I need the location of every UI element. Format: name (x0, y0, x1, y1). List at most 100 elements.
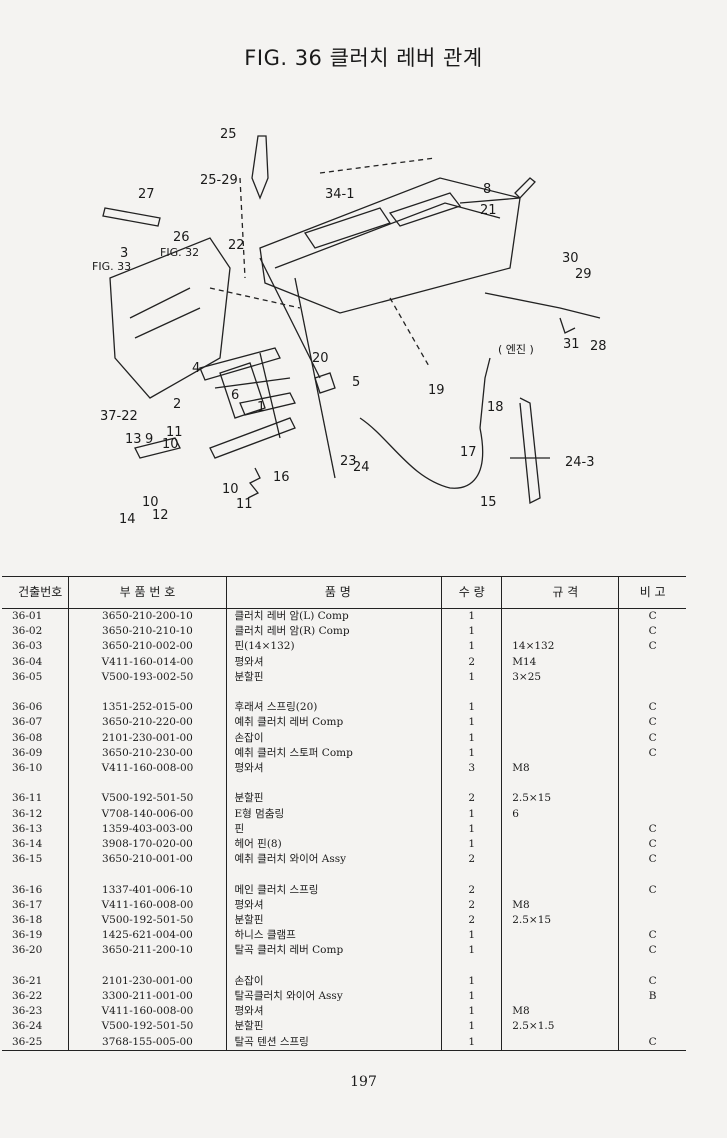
part-no-cell: 1351-252-015-00 (68, 700, 227, 716)
callout-3: 3 (120, 246, 128, 261)
part-name-cell: 클러치 레버 암(R) Comp (226, 624, 443, 640)
spec-cell (501, 989, 620, 1005)
callout-11b: 11 (236, 497, 253, 512)
spec-cell: 14×132 (501, 639, 620, 655)
header-ref-no: 건출번호 (2, 576, 70, 609)
remarks-cell (619, 898, 686, 913)
part-name-cell: 후래셔 스프링(20) (226, 700, 443, 716)
callout-24: 24 (353, 460, 370, 475)
part-no-cell: 3908-170-020-00 (68, 837, 227, 853)
quantity-cell: 1 (441, 806, 503, 822)
quantity-cell: 1 (441, 624, 503, 640)
callout-2: 2 (173, 397, 181, 412)
part-name-cell: 평와셔 (226, 897, 443, 914)
ref-no-cell: 36-10 (2, 761, 70, 777)
callout-4: 4 (192, 361, 200, 376)
part-name-cell: 클러치 레버 암(L) Comp (226, 608, 443, 625)
quantity-cell: 1 (441, 928, 503, 944)
header-part-name: 품 명 (226, 576, 443, 609)
callout-18: 18 (487, 400, 504, 415)
ref-no-cell: 36-04 (2, 654, 70, 670)
callout-fig32: FIG. 32 (160, 246, 199, 259)
spec-cell: 2.5×15 (501, 913, 620, 929)
remarks-cell (619, 913, 686, 928)
callout-10b: 10 (222, 482, 239, 497)
part-name-cell: 하니스 클램프 (226, 928, 443, 944)
spec-cell (501, 852, 620, 868)
part-name-cell: 손잡이 (226, 730, 443, 746)
ref-no-cell: 36-02 (2, 624, 70, 640)
quantity-cell: 1 (441, 989, 503, 1005)
remarks-cell (619, 655, 686, 670)
callout-11a: 11 (166, 425, 183, 440)
quantity-cell: 1 (441, 669, 503, 686)
quantity-cell: 1 (441, 639, 503, 655)
callout-17: 17 (460, 445, 477, 460)
remarks-cell: C (648, 944, 657, 957)
spec-cell: M14 (501, 654, 620, 670)
part-name-cell: 평와셔 (226, 654, 443, 670)
part-no-cell: 3650-210-220-00 (68, 715, 227, 731)
part-name-cell: 예취 클러치 레버 Comp (226, 715, 443, 731)
part-no-cell: V411-160-008-00 (68, 761, 227, 777)
part-no-cell: 3650-210-230-00 (68, 745, 227, 762)
group-spacer (2, 685, 686, 701)
ref-no-cell: 36-24 (2, 1019, 70, 1035)
spec-cell (501, 821, 620, 838)
group-spacer (2, 867, 686, 883)
quantity-cell: 1 (441, 745, 503, 762)
quantity-cell: 1 (441, 700, 503, 716)
remarks-cell: C (648, 853, 657, 866)
part-name-cell: E형 멈춤링 (226, 806, 443, 822)
callout-25: 25 (220, 127, 237, 142)
part-no-cell: 1425-621-004-00 (68, 928, 227, 944)
ref-no-cell: 36-25 (2, 1034, 70, 1051)
spec-cell (501, 1034, 620, 1051)
callout-10c: 10 (142, 495, 159, 510)
callout-6: 6 (231, 388, 239, 403)
quantity-cell: 1 (441, 1034, 503, 1051)
ref-no-cell: 36-13 (2, 821, 70, 838)
ref-no-cell: 36-09 (2, 745, 70, 762)
part-no-cell: 2101-230-001-00 (68, 730, 227, 746)
callout-31: 31 (563, 337, 580, 352)
spec-cell (501, 715, 620, 731)
spec-cell: 2.5×15 (501, 791, 620, 807)
ref-no-cell: 36-08 (2, 730, 70, 746)
spec-cell: 2.5×1.5 (501, 1019, 620, 1035)
quantity-cell: 2 (441, 852, 503, 868)
part-no-cell: V708-140-006-00 (68, 806, 227, 822)
spec-cell (501, 730, 620, 746)
spec-cell: M8 (501, 761, 620, 777)
quantity-cell: 1 (441, 608, 503, 625)
remarks-cell: C (648, 716, 657, 729)
remarks-cell: C (648, 640, 657, 653)
ref-no-cell: 36-14 (2, 837, 70, 853)
ref-no-cell: 36-15 (2, 852, 70, 868)
ref-no-cell: 36-01 (2, 608, 70, 625)
part-no-cell: V500-193-002-50 (68, 669, 227, 686)
spec-cell (501, 608, 620, 625)
callout-34-1: 34-1 (325, 187, 355, 202)
remarks-cell: C (648, 974, 657, 987)
callout-14: 14 (119, 512, 136, 527)
quantity-cell: 1 (441, 943, 503, 959)
part-no-cell: V500-192-501-50 (68, 791, 227, 807)
callout-25-29: 25-29 (200, 173, 238, 188)
spec-cell (501, 882, 620, 898)
ref-no-cell: 36-18 (2, 913, 70, 929)
quantity-cell: 2 (441, 791, 503, 807)
callout-5: 5 (352, 375, 360, 390)
ref-no-cell: 36-03 (2, 639, 70, 655)
